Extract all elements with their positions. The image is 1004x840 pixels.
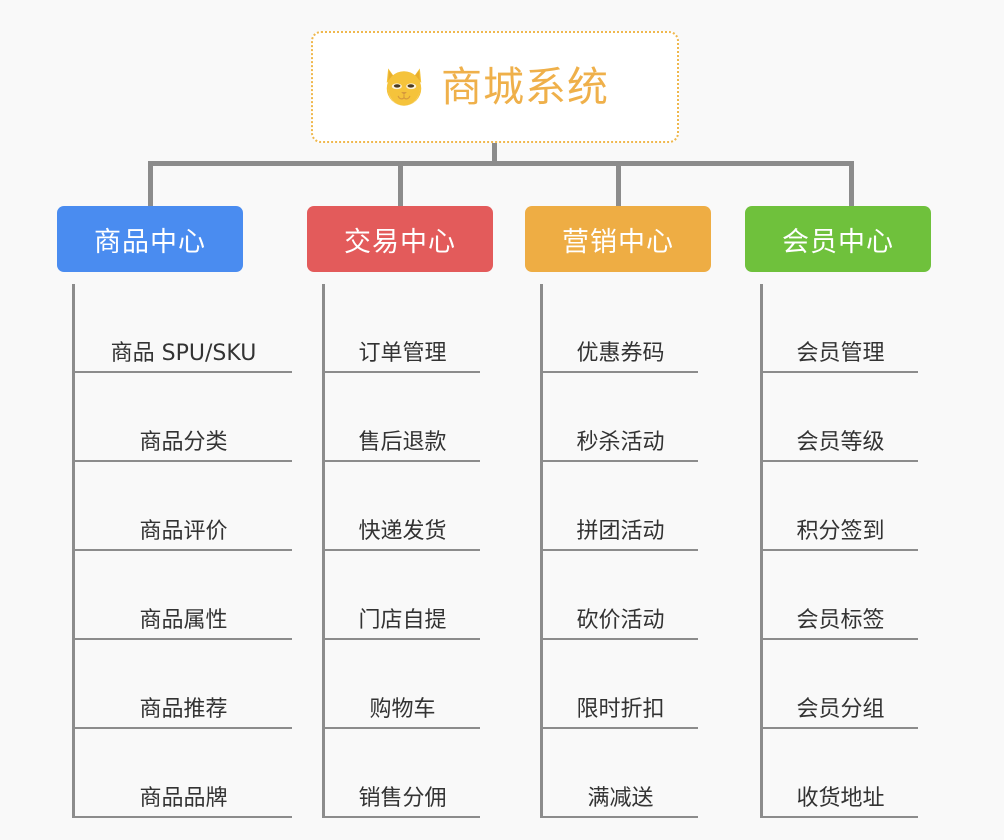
leaf-label: 满减送 [587, 785, 654, 811]
branch-column-2: 交易中心 订单管理 售后退款 快递发货 门店自提 购物车 销售分佣 [307, 206, 525, 818]
leaf-item[interactable]: 收货地址 [763, 729, 918, 818]
leaf-item[interactable]: 销售分佣 [325, 729, 480, 818]
branch-header-3[interactable]: 营销中心 [525, 206, 711, 272]
leaf-item[interactable]: 快递发货 [325, 462, 480, 551]
branch-header-label: 会员中心 [782, 226, 894, 258]
leaf-item[interactable]: 砍价活动 [543, 551, 698, 640]
leaf-item[interactable]: 商品 SPU/SKU [75, 284, 292, 373]
connector-root-stem [492, 143, 497, 165]
leaf-label: 砍价活动 [576, 607, 665, 633]
leaf-item[interactable]: 购物车 [325, 640, 480, 729]
leaf-label: 销售分佣 [358, 785, 447, 811]
leaf-label: 商品 SPU/SKU [110, 340, 257, 366]
leaf-label: 会员标签 [796, 607, 885, 633]
branch-column-4: 会员中心 会员管理 会员等级 积分签到 会员标签 会员分组 收货地址 [745, 206, 945, 818]
root-node[interactable]: 商城系统 [311, 31, 679, 143]
leaf-item[interactable]: 会员管理 [763, 284, 918, 373]
leaf-label: 商品属性 [139, 607, 228, 633]
leaf-label: 拼团活动 [576, 518, 665, 544]
branch-header-4[interactable]: 会员中心 [745, 206, 931, 272]
leaf-label: 售后退款 [358, 429, 447, 455]
leaf-label: 门店自提 [358, 607, 447, 633]
leaf-item[interactable]: 拼团活动 [543, 462, 698, 551]
leaf-item[interactable]: 限时折扣 [543, 640, 698, 729]
leaf-item[interactable]: 商品推荐 [75, 640, 292, 729]
leaf-label: 收货地址 [796, 785, 885, 811]
connector-drop-4 [849, 161, 854, 206]
connector-drop-3 [616, 161, 621, 206]
leaf-item[interactable]: 秒杀活动 [543, 373, 698, 462]
leaf-label: 商品分类 [139, 429, 228, 455]
leaf-list-4: 会员管理 会员等级 积分签到 会员标签 会员分组 收货地址 [760, 284, 945, 818]
branch-header-label: 交易中心 [344, 226, 456, 258]
leaf-item[interactable]: 满减送 [543, 729, 698, 818]
branch-header-label: 营销中心 [562, 226, 674, 258]
leaf-label: 会员管理 [796, 340, 885, 366]
root-title: 商城系统 [441, 62, 609, 111]
leaf-item[interactable]: 优惠券码 [543, 284, 698, 373]
leaf-item[interactable]: 售后退款 [325, 373, 480, 462]
leaf-label: 商品品牌 [139, 785, 228, 811]
leaf-item[interactable]: 门店自提 [325, 551, 480, 640]
connector-drop-1 [148, 161, 153, 206]
leaf-item[interactable]: 商品品牌 [75, 729, 292, 818]
connector-horizontal-bus [148, 161, 854, 166]
shiba-dog-face-icon [386, 68, 422, 108]
leaf-item[interactable]: 会员标签 [763, 551, 918, 640]
leaf-label: 商品评价 [139, 518, 228, 544]
leaf-label: 快递发货 [358, 518, 447, 544]
branch-header-2[interactable]: 交易中心 [307, 206, 493, 272]
leaf-label: 商品推荐 [139, 696, 228, 722]
leaf-item[interactable]: 订单管理 [325, 284, 480, 373]
branch-header-1[interactable]: 商品中心 [57, 206, 243, 272]
leaf-label: 优惠券码 [576, 340, 665, 366]
branch-column-1: 商品中心 商品 SPU/SKU 商品分类 商品评价 商品属性 商品推荐 商品品牌 [57, 206, 307, 818]
leaf-item[interactable]: 商品分类 [75, 373, 292, 462]
leaf-label: 会员分组 [796, 696, 885, 722]
leaf-item[interactable]: 商品属性 [75, 551, 292, 640]
leaf-item[interactable]: 积分签到 [763, 462, 918, 551]
leaf-list-2: 订单管理 售后退款 快递发货 门店自提 购物车 销售分佣 [322, 284, 525, 818]
connector-drop-2 [398, 161, 403, 206]
branch-column-3: 营销中心 优惠券码 秒杀活动 拼团活动 砍价活动 限时折扣 满减送 [525, 206, 725, 818]
leaf-label: 会员等级 [796, 429, 885, 455]
leaf-item[interactable]: 商品评价 [75, 462, 292, 551]
leaf-label: 积分签到 [796, 518, 885, 544]
leaf-label: 秒杀活动 [576, 429, 665, 455]
leaf-label: 购物车 [369, 696, 436, 722]
branch-header-label: 商品中心 [94, 226, 206, 258]
leaf-list-1: 商品 SPU/SKU 商品分类 商品评价 商品属性 商品推荐 商品品牌 [72, 284, 307, 818]
leaf-item[interactable]: 会员等级 [763, 373, 918, 462]
leaf-list-3: 优惠券码 秒杀活动 拼团活动 砍价活动 限时折扣 满减送 [540, 284, 725, 818]
leaf-label: 限时折扣 [576, 696, 665, 722]
leaf-label: 订单管理 [358, 340, 447, 366]
leaf-item[interactable]: 会员分组 [763, 640, 918, 729]
